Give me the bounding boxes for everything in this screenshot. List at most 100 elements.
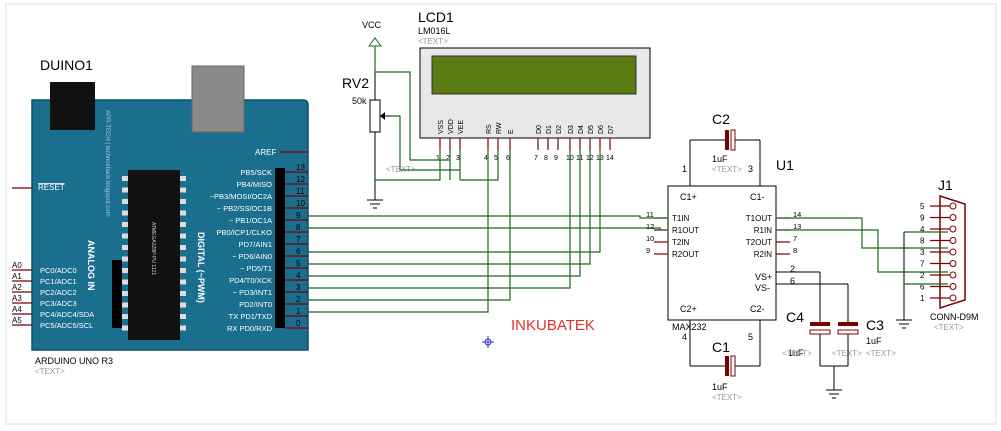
c3-designator: C3 bbox=[866, 317, 884, 333]
digital-pin-label: PD2/INT0 bbox=[239, 300, 272, 309]
max232-left-pin-label: T1IN bbox=[672, 214, 690, 223]
max232-left-pin-number: 9 bbox=[646, 246, 650, 255]
max232-left-pin-label: T2IN bbox=[672, 238, 690, 247]
digital-pin-number: 5 bbox=[296, 259, 301, 268]
lcd-pin-label: VSS bbox=[438, 120, 445, 134]
db9-pin-number: 3 bbox=[920, 248, 925, 257]
analog-pin-number: A4 bbox=[12, 305, 22, 314]
db9-pin-number: 2 bbox=[920, 271, 925, 280]
chip-pin bbox=[122, 210, 128, 216]
arduino-text-placeholder: <TEXT> bbox=[35, 367, 65, 376]
max232-right-pin-label: T2OUT bbox=[746, 238, 772, 247]
arduino-board[interactable]: DUINO1 ATMEGA328P-PU 1121 APR-TECH | tec… bbox=[12, 57, 309, 376]
arduino-designator: DUINO1 bbox=[40, 57, 93, 73]
lcd-pin-number: 9 bbox=[554, 155, 558, 162]
lcd-pin-label: D5 bbox=[588, 125, 595, 134]
c1-text-placeholder: <TEXT> bbox=[712, 393, 742, 402]
capacitor-c2[interactable]: C2 1uF <TEXT> bbox=[689, 111, 761, 186]
chip-pin bbox=[122, 233, 128, 239]
max232-left-pin-number: 12 bbox=[646, 222, 654, 231]
chip-pin bbox=[180, 291, 186, 296]
pin3-num: 3 bbox=[748, 164, 753, 174]
c3-text-placeholder: <TEXT> bbox=[832, 349, 862, 358]
db9-pin-number: 7 bbox=[920, 260, 925, 269]
watermark-inkubatek: INKUBATEK bbox=[511, 317, 595, 334]
db9-pin-contact bbox=[949, 214, 957, 221]
c3-text-placeholder-2: <TEXT> bbox=[866, 349, 896, 358]
lcd-designator: LCD1 bbox=[418, 9, 454, 25]
chip-pin bbox=[122, 268, 128, 273]
max232-ic[interactable]: U1 C1+ C1- C2+ C2- VS+ VS- MAX232 1 3 4 … bbox=[646, 157, 801, 342]
max232-left-pin-label: R2OUT bbox=[672, 250, 699, 259]
db9-pin-contact bbox=[949, 237, 957, 244]
analog-pins: A0PC0/ADC0A1PC1/ADC1A2PC2/ADC2A3PC3/ADC3… bbox=[12, 261, 94, 330]
j1-designator: J1 bbox=[938, 177, 953, 193]
vsminus-label: VS- bbox=[755, 283, 770, 293]
lcd-pin-label: D3 bbox=[568, 125, 575, 134]
chip-pin bbox=[180, 268, 186, 273]
pin6-num: 6 bbox=[790, 276, 795, 286]
aref-label: AREF bbox=[255, 148, 276, 157]
db9-pin-number: 8 bbox=[920, 237, 925, 246]
lcd-pin-label: D7 bbox=[608, 125, 615, 134]
digital-pin-number: 0 bbox=[296, 319, 301, 328]
digital-pin-label: PD7/AIN1 bbox=[239, 240, 272, 249]
digital-pin-number: 1 bbox=[296, 307, 301, 316]
analog-header bbox=[112, 260, 122, 328]
lcd-text-placeholder: <TEXT> bbox=[418, 37, 448, 46]
capacitor-c1[interactable]: C1 1uF <TEXT> bbox=[689, 320, 761, 402]
db9-pin-contact bbox=[949, 248, 957, 256]
reset-label: RESET bbox=[38, 183, 65, 192]
arduino-model: ARDUINO UNO R3 bbox=[35, 356, 113, 366]
chip-pin bbox=[180, 256, 186, 262]
lcd-pin-label: VDD bbox=[448, 119, 455, 134]
chip-pin bbox=[122, 291, 128, 296]
max232-left-pin-number: 10 bbox=[646, 234, 654, 243]
chip-pin bbox=[180, 233, 186, 239]
analog-pin-number: A5 bbox=[12, 316, 22, 325]
capacitor-c3[interactable]: C3 1uF <TEXT> <TEXT> bbox=[776, 283, 896, 399]
digital-pin-number: 10 bbox=[296, 199, 305, 208]
atmega-chip bbox=[128, 170, 180, 340]
chip-pin bbox=[180, 325, 186, 331]
max232-right-pin-number: 7 bbox=[793, 234, 797, 243]
analog-pin-label: PC4/ADC4/SDA bbox=[40, 310, 94, 319]
chip-pin bbox=[180, 199, 186, 204]
chip-pin bbox=[122, 302, 128, 308]
chip-pin bbox=[180, 187, 186, 193]
wires bbox=[308, 71, 948, 313]
analog-pin-label: PC5/ADC5/SCL bbox=[40, 321, 93, 330]
chip-pin bbox=[122, 245, 128, 250]
pin1-num: 1 bbox=[682, 164, 687, 174]
db9-pin-contact bbox=[949, 283, 957, 290]
c2plus-label: C2+ bbox=[680, 304, 697, 314]
origin-marker bbox=[482, 336, 494, 348]
digital-pin-number: 6 bbox=[296, 247, 301, 256]
analog-pin-number: A2 bbox=[12, 283, 22, 292]
capacitor-c4[interactable]: C4 1uF <TEXT> bbox=[776, 271, 831, 366]
chip-pin bbox=[122, 187, 128, 193]
chip-pin bbox=[180, 176, 186, 181]
analog-pin-label: PC0/ADC0 bbox=[40, 266, 77, 275]
digital-pin-number: 8 bbox=[296, 223, 301, 232]
lcd-module[interactable]: LCD1 LM016L <TEXT> VSS1VDD2VEE3RS4RW5E6D… bbox=[418, 9, 651, 162]
chip-pin bbox=[180, 314, 186, 319]
db9-pin-contact bbox=[949, 271, 957, 279]
lcd-pin-number: 3 bbox=[456, 155, 460, 162]
digital-label: DIGITAL (~PWM) bbox=[196, 232, 206, 303]
lcd-pin-label: VEE bbox=[458, 120, 465, 134]
analog-pin-label: PC2/ADC2 bbox=[40, 288, 77, 297]
chip-pin bbox=[122, 279, 128, 285]
c4-text-placeholder: <TEXT> bbox=[782, 349, 812, 358]
digital-pin-number: 13 bbox=[296, 163, 305, 172]
max232-right-pin-number: 8 bbox=[793, 246, 797, 255]
vcc-label: VCC bbox=[362, 20, 382, 30]
digital-pin-label: PB4/MISO bbox=[237, 180, 273, 189]
chip-pin bbox=[122, 176, 128, 181]
db9-pin-number: 5 bbox=[920, 202, 925, 211]
digital-pin-number: 2 bbox=[296, 295, 301, 304]
analog-pin-label: PC1/ADC1 bbox=[40, 277, 77, 286]
lcd-pin-label: RW bbox=[496, 122, 503, 134]
digital-pin-number: 12 bbox=[296, 175, 305, 184]
